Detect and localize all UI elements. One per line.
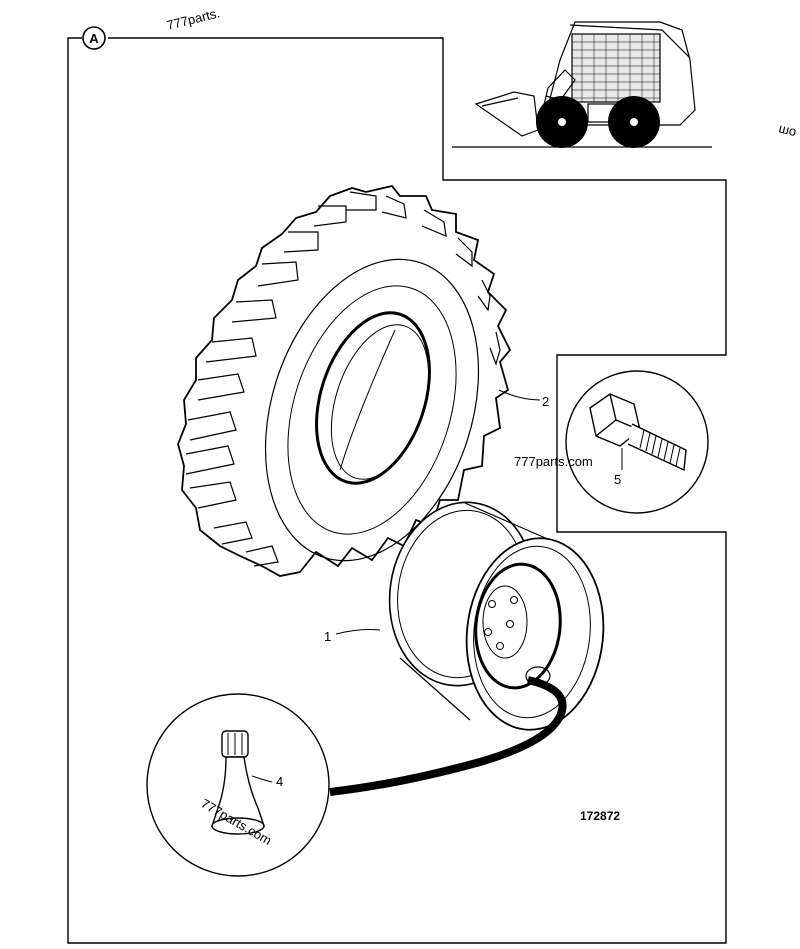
figure-number: 172872	[580, 809, 620, 823]
skid-steer-loader-illustration	[452, 21, 712, 148]
section-frame	[67, 37, 727, 944]
leader-lines	[251, 389, 541, 783]
callout-2: 2	[542, 394, 549, 409]
wheel-rim	[388, 501, 605, 731]
valve-hose	[329, 676, 567, 796]
watermark-top: 777parts.	[165, 5, 221, 33]
callout-1: 1	[324, 629, 331, 644]
callout-4: 4	[276, 774, 283, 789]
wheel-bolt-detail	[565, 370, 709, 514]
section-letter: A	[89, 31, 99, 46]
valve-detail	[146, 693, 330, 877]
section-badge: A	[82, 26, 106, 50]
callout-5: 5	[614, 472, 621, 487]
watermark-bolt: 777parts.com	[514, 454, 593, 469]
watermark-right: шо	[777, 120, 798, 139]
tyre	[177, 184, 512, 577]
